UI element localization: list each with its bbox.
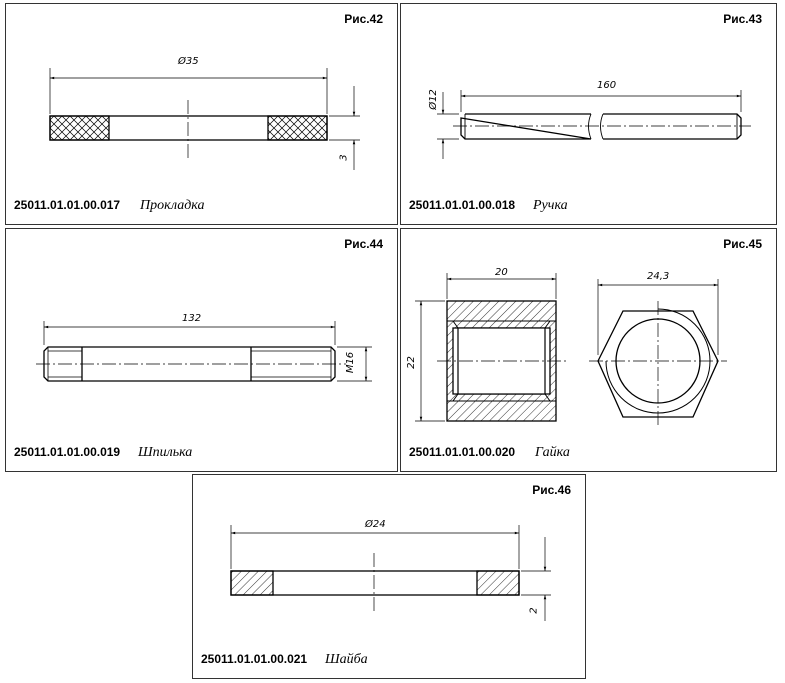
nut-drawing: [415, 273, 727, 425]
figure-number: Рис.42: [344, 12, 383, 26]
dim-length: 132: [182, 313, 202, 324]
part-title: Шайба: [325, 652, 368, 667]
dim-thickness: 3: [338, 154, 350, 161]
dim-length: 160: [597, 80, 617, 91]
dim-across-flats: 24,3: [647, 271, 670, 282]
dim-thickness: 2: [528, 607, 540, 614]
figure-number: Рис.43: [723, 12, 762, 26]
part-code: 25011.01.01.00.018: [409, 198, 516, 212]
dim-thread: M16: [345, 351, 357, 374]
figure-number: Рис.45: [723, 237, 762, 251]
gasket-drawing: [49, 68, 360, 170]
panel-gasket: Рис.42 Ø35 3 25011.01.01.00.017 Прокладк…: [5, 3, 398, 225]
stud-drawing: [36, 321, 372, 382]
handle-drawing: [437, 90, 751, 159]
panel-washer: Рис.46 Ø24 2 25011.01.01.00.021 Шайба: [192, 474, 586, 679]
dim-height: 22: [405, 356, 417, 369]
part-title: Гайка: [535, 445, 570, 460]
part-code: 25011.01.01.00.021: [201, 652, 308, 666]
dim-diameter: Ø24: [365, 519, 386, 530]
part-code: 25011.01.01.00.020: [409, 445, 516, 459]
part-title: Ручка: [533, 198, 568, 213]
part-code: 25011.01.01.00.019: [14, 445, 121, 459]
part-title: Прокладка: [140, 198, 205, 213]
part-title: Шпилька: [138, 445, 193, 460]
dim-width: 20: [495, 267, 508, 278]
panel-nut: Рис.45 20 22 24,3 25011.01.01.00.020: [400, 228, 777, 472]
figure-number: Рис.46: [532, 483, 571, 497]
figure-number: Рис.44: [344, 237, 383, 251]
washer-drawing: [230, 525, 551, 621]
part-code: 25011.01.01.00.017: [14, 198, 121, 212]
dim-diameter: Ø12: [427, 89, 439, 110]
dim-diameter: Ø35: [178, 56, 199, 67]
panel-handle: Рис.43 160 Ø12 25011.01.01.00.018 Ручка: [400, 3, 777, 225]
panel-stud: Рис.44 132 M16 25011.01.01.00.019 Шпильк…: [5, 228, 398, 472]
